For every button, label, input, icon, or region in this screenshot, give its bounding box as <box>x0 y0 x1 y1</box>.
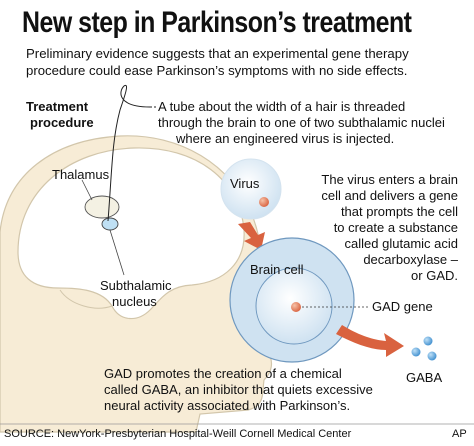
source-credit: SOURCE: NewYork-Presbyterian Hospital-We… <box>4 428 352 440</box>
gad-gene-dot <box>291 302 301 312</box>
gad-text-line-1: GAD promotes the creation of a chemical <box>104 366 342 381</box>
ap-credit: AP <box>452 428 467 440</box>
gaba-dot-1 <box>423 336 433 346</box>
treatment-label-line-2: procedure <box>30 115 94 130</box>
gaba-label: GABA <box>406 370 443 385</box>
subthalamic-nucleus-shape <box>101 217 119 231</box>
tube-text-line-1: A tube about the width of a hair is thre… <box>158 99 406 114</box>
brain-outline <box>17 147 245 320</box>
virus-to-cell-arrow <box>238 222 265 250</box>
tube-text-line-2: through the brain to one of two subthala… <box>158 115 445 130</box>
tube-text-line-3: where an engineered virus is injected. <box>176 131 395 146</box>
virus-text-line-2: cell and delivers a gene <box>321 188 458 203</box>
gaba-dot-3 <box>427 351 437 361</box>
gad-text-line-2: called GABA, an inhibitor that quiets ex… <box>104 382 373 397</box>
virus-label: Virus <box>230 176 260 191</box>
tube-line <box>107 84 151 222</box>
gad-gene-label: GAD gene <box>372 299 433 314</box>
subtitle-line-2: procedure could ease Parkinson’s symptom… <box>26 63 408 78</box>
subtitle-line-1: Preliminary evidence suggests that an ex… <box>26 46 409 61</box>
gad-text-line-3: neural activity associated with Parkinso… <box>104 398 351 413</box>
title: New step in Parkinson’s treatment <box>22 6 412 39</box>
thalamus-shape <box>84 195 120 219</box>
thalamus-leader <box>81 179 93 201</box>
cell-to-gaba-arrow <box>336 325 404 357</box>
virus-text-line-1: The virus enters a brain <box>321 172 458 187</box>
subthalamic-leader <box>109 229 125 276</box>
treatment-label-line-1: Treatment <box>26 99 89 114</box>
virus-dot <box>259 197 269 207</box>
thalamus-label: Thalamus <box>52 167 110 182</box>
virus-text-line-7: or GAD. <box>411 268 458 283</box>
virus-text-line-6: decarboxylase – <box>363 252 458 267</box>
brain-cell-label: Brain cell <box>250 262 304 277</box>
virus-text-line-3: that prompts the cell <box>340 204 458 219</box>
subthalamic-label-line-1: Subthalamic <box>100 278 172 293</box>
virus-text-line-5: called glutamic acid <box>344 236 458 251</box>
gaba-dot-2 <box>411 347 421 357</box>
subthalamic-label-line-2: nucleus <box>112 294 157 309</box>
virus-text-line-4: to create a substance <box>333 220 458 235</box>
